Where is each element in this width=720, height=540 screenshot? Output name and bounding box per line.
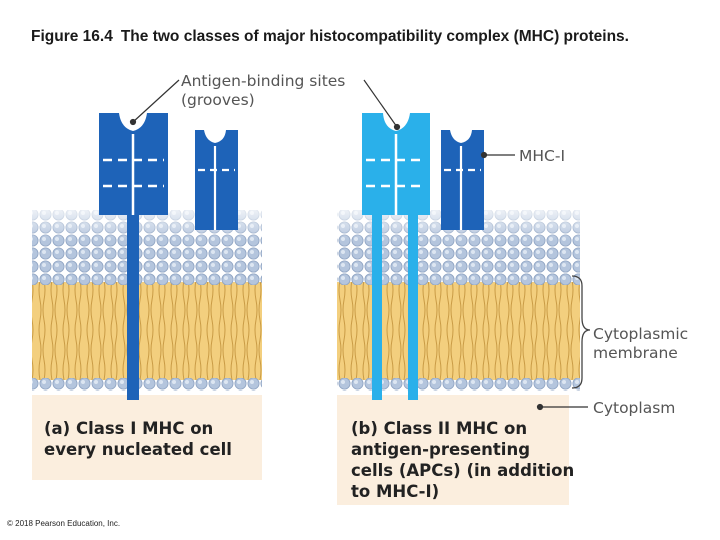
mhc1-label: MHC-I: [519, 147, 565, 165]
class2-mhc: [362, 113, 430, 400]
copyright-notice: © 2018 Pearson Education, Inc.: [7, 519, 121, 528]
class1-mhc-small-a: [195, 130, 238, 230]
cytoplasm-label: Cytoplasm: [593, 399, 675, 417]
panel-a-caption-line1: (a) Class I MHC on: [44, 419, 213, 438]
panel-b-caption-line3: cells (APCs) (in addition: [351, 461, 574, 480]
figure-title: Figure 16.4 The two classes of major hist…: [31, 27, 671, 46]
membrane-label-line1: Cytoplasmic: [593, 325, 688, 343]
panel-a-caption-line2: every nucleated cell: [44, 440, 232, 459]
figure-caption: The two classes of major histocompatibil…: [120, 28, 629, 45]
leader-lines: [129, 79, 588, 411]
class1-mhc-small-b: [441, 130, 484, 230]
binding-sites-sublabel: (grooves): [181, 91, 255, 109]
panel-a-membrane: [32, 200, 262, 480]
class1-mhc-large: [99, 113, 168, 400]
figure-number: Figure 16.4: [31, 28, 113, 45]
membrane-brace: [571, 275, 591, 389]
panel-b-caption-line2: antigen-presenting: [351, 440, 530, 459]
binding-sites-label: Antigen-binding sites: [181, 72, 345, 90]
panel-b-caption-line4: to MHC-I): [351, 482, 439, 501]
membrane-label-line2: membrane: [593, 344, 678, 362]
panel-b-caption-line1: (b) Class II MHC on: [351, 419, 527, 438]
